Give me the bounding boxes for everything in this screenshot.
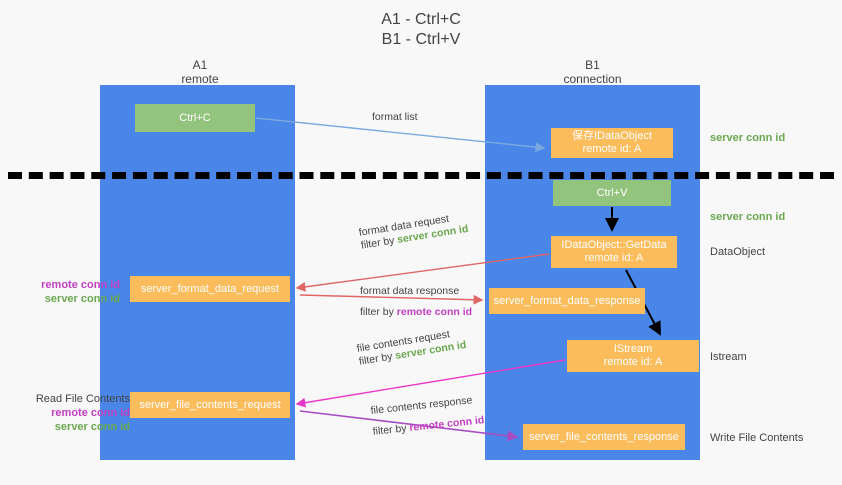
annotation-server-conn-id-2: server conn id [54, 421, 130, 433]
arrow-format-list [255, 117, 546, 153]
annotation-remote-conn-id-1: remote conn id [41, 279, 120, 291]
annotation-write-file-contents: Write File Contents [710, 432, 804, 444]
annotation-conn-ids-format: remote conn id server conn id [10, 278, 120, 306]
node-server-file-contents-response[interactable]: server_file_contents_response [523, 424, 685, 450]
arrow-file-contents-request [295, 359, 566, 408]
node-server-file-contents-response-label: server_file_contents_response [529, 430, 679, 443]
node-ctrl-v[interactable]: Ctrl+V [553, 180, 671, 206]
column-header-b1: B1 connection [485, 58, 700, 86]
page-title: A1 - Ctrl+C B1 - Ctrl+V [0, 10, 842, 50]
node-istream-line1: IStream [613, 343, 653, 355]
arrow-format-data-request [295, 253, 550, 292]
edge-label-format-data-response: format data response filter by remote co… [360, 285, 472, 319]
edge-format-list-text: format list [372, 111, 418, 123]
edge-label-format-list: format list [372, 111, 418, 124]
title-line-2: B1 - Ctrl+V [381, 31, 461, 48]
node-idataobject-getdata[interactable]: IDataObject::GetData remote id: A [551, 236, 677, 268]
column-header-a1: A1 remote [100, 58, 300, 86]
divider-dashed-line [8, 172, 834, 179]
node-server-file-contents-request[interactable]: server_file_contents_request [130, 392, 290, 418]
node-server-format-data-request-label: server_format_data_request [140, 282, 280, 295]
node-ctrl-c[interactable]: Ctrl+C [135, 104, 255, 132]
annotation-server-conn-id-1: server conn id [44, 293, 120, 305]
column-a1-sub: remote [181, 72, 219, 86]
column-a1-name: A1 [192, 58, 208, 72]
annotation-dataobject: DataObject [710, 246, 766, 258]
node-getdata-line1: IDataObject::GetData [561, 239, 667, 251]
annotation-istream: Istream [710, 351, 747, 363]
edge-format-data-response-text: format data response [360, 285, 460, 297]
annotation-read-file-contents: Read File Contents [35, 393, 130, 405]
node-server-format-data-request[interactable]: server_format_data_request [130, 276, 290, 302]
edge-file-contents-response-filter-prefix: filter by [372, 422, 411, 438]
annotation-server-conn-id-mid: server conn id [710, 211, 786, 223]
node-getdata-line2: remote id: A [584, 252, 644, 264]
node-ctrl-c-label: Ctrl+C [179, 111, 211, 124]
edge-format-data-response-filter-key: remote conn id [396, 306, 473, 318]
arrow-file-contents-response [299, 410, 519, 442]
annotation-server-conn-id-top: server conn id [710, 132, 786, 144]
title-line-1: A1 - Ctrl+C [381, 11, 461, 28]
edge-format-data-response-filter-prefix: filter by [360, 306, 397, 318]
annotation-remote-conn-id-2: remote conn id [51, 407, 130, 419]
node-save-idataobject[interactable]: 保存IDataObject remote id: A [551, 128, 673, 158]
node-server-format-data-response-label: server_format_data_response [493, 294, 641, 307]
node-server-file-contents-request-label: server_file_contents_request [139, 398, 281, 411]
node-save-idataobject-line1: 保存IDataObject [571, 130, 653, 142]
node-istream-line2: remote id: A [603, 356, 663, 368]
column-b1-sub: connection [563, 72, 622, 86]
annotation-read-file-contents-group: Read File Contents remote conn id server… [10, 392, 130, 434]
column-b1-name: B1 [585, 58, 600, 72]
node-istream[interactable]: IStream remote id: A [567, 340, 699, 372]
arrow-format-data-response [299, 294, 484, 305]
node-ctrl-v-label: Ctrl+V [596, 186, 628, 199]
node-server-format-data-response[interactable]: server_format_data_response [489, 288, 645, 314]
node-save-idataobject-line2: remote id: A [582, 143, 642, 155]
